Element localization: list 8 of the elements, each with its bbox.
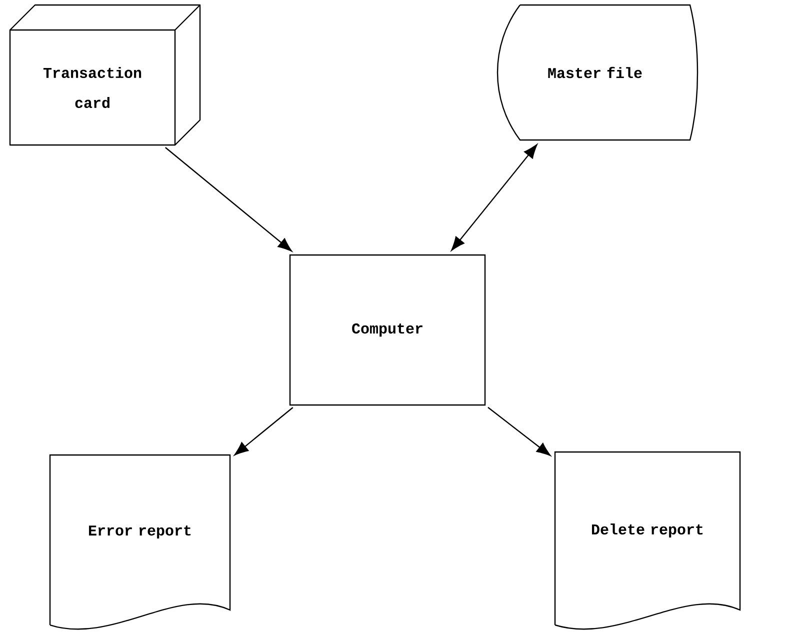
- arrow: [488, 406, 551, 456]
- document-symbol: Delete report: [554, 451, 741, 630]
- arrow: [165, 147, 292, 252]
- storage-file-symbol: Master file: [496, 4, 698, 141]
- process-box: Computer: [289, 254, 486, 406]
- arrow: [234, 407, 294, 456]
- document-symbol: Error report: [49, 454, 231, 630]
- arrow: [451, 144, 538, 251]
